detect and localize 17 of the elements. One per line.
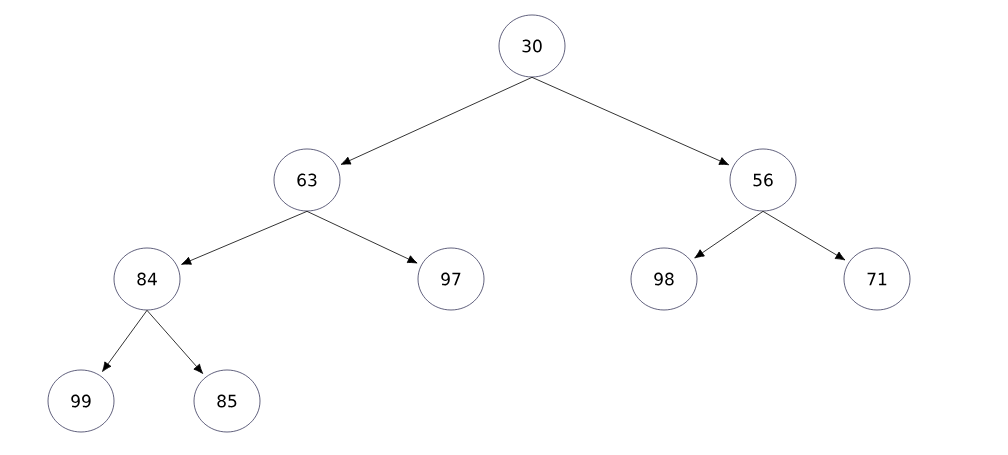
tree-node: 99: [47, 369, 115, 433]
tree-node: 97: [417, 247, 485, 311]
arrow: [102, 309, 148, 372]
tree-node: 85: [193, 369, 261, 433]
arrow: [306, 210, 418, 264]
arrow: [340, 76, 533, 165]
tree-node: 56: [729, 148, 797, 212]
tree-node: 71: [843, 247, 911, 311]
arrow: [181, 210, 308, 265]
tree-node: 30: [498, 14, 566, 78]
tree-node: 98: [630, 247, 698, 311]
tree-node: 84: [113, 247, 181, 311]
arrow: [694, 210, 764, 259]
arrow: [531, 76, 730, 166]
tree-node: 63: [273, 148, 341, 212]
arrow: [146, 309, 204, 374]
arrow: [762, 210, 846, 261]
